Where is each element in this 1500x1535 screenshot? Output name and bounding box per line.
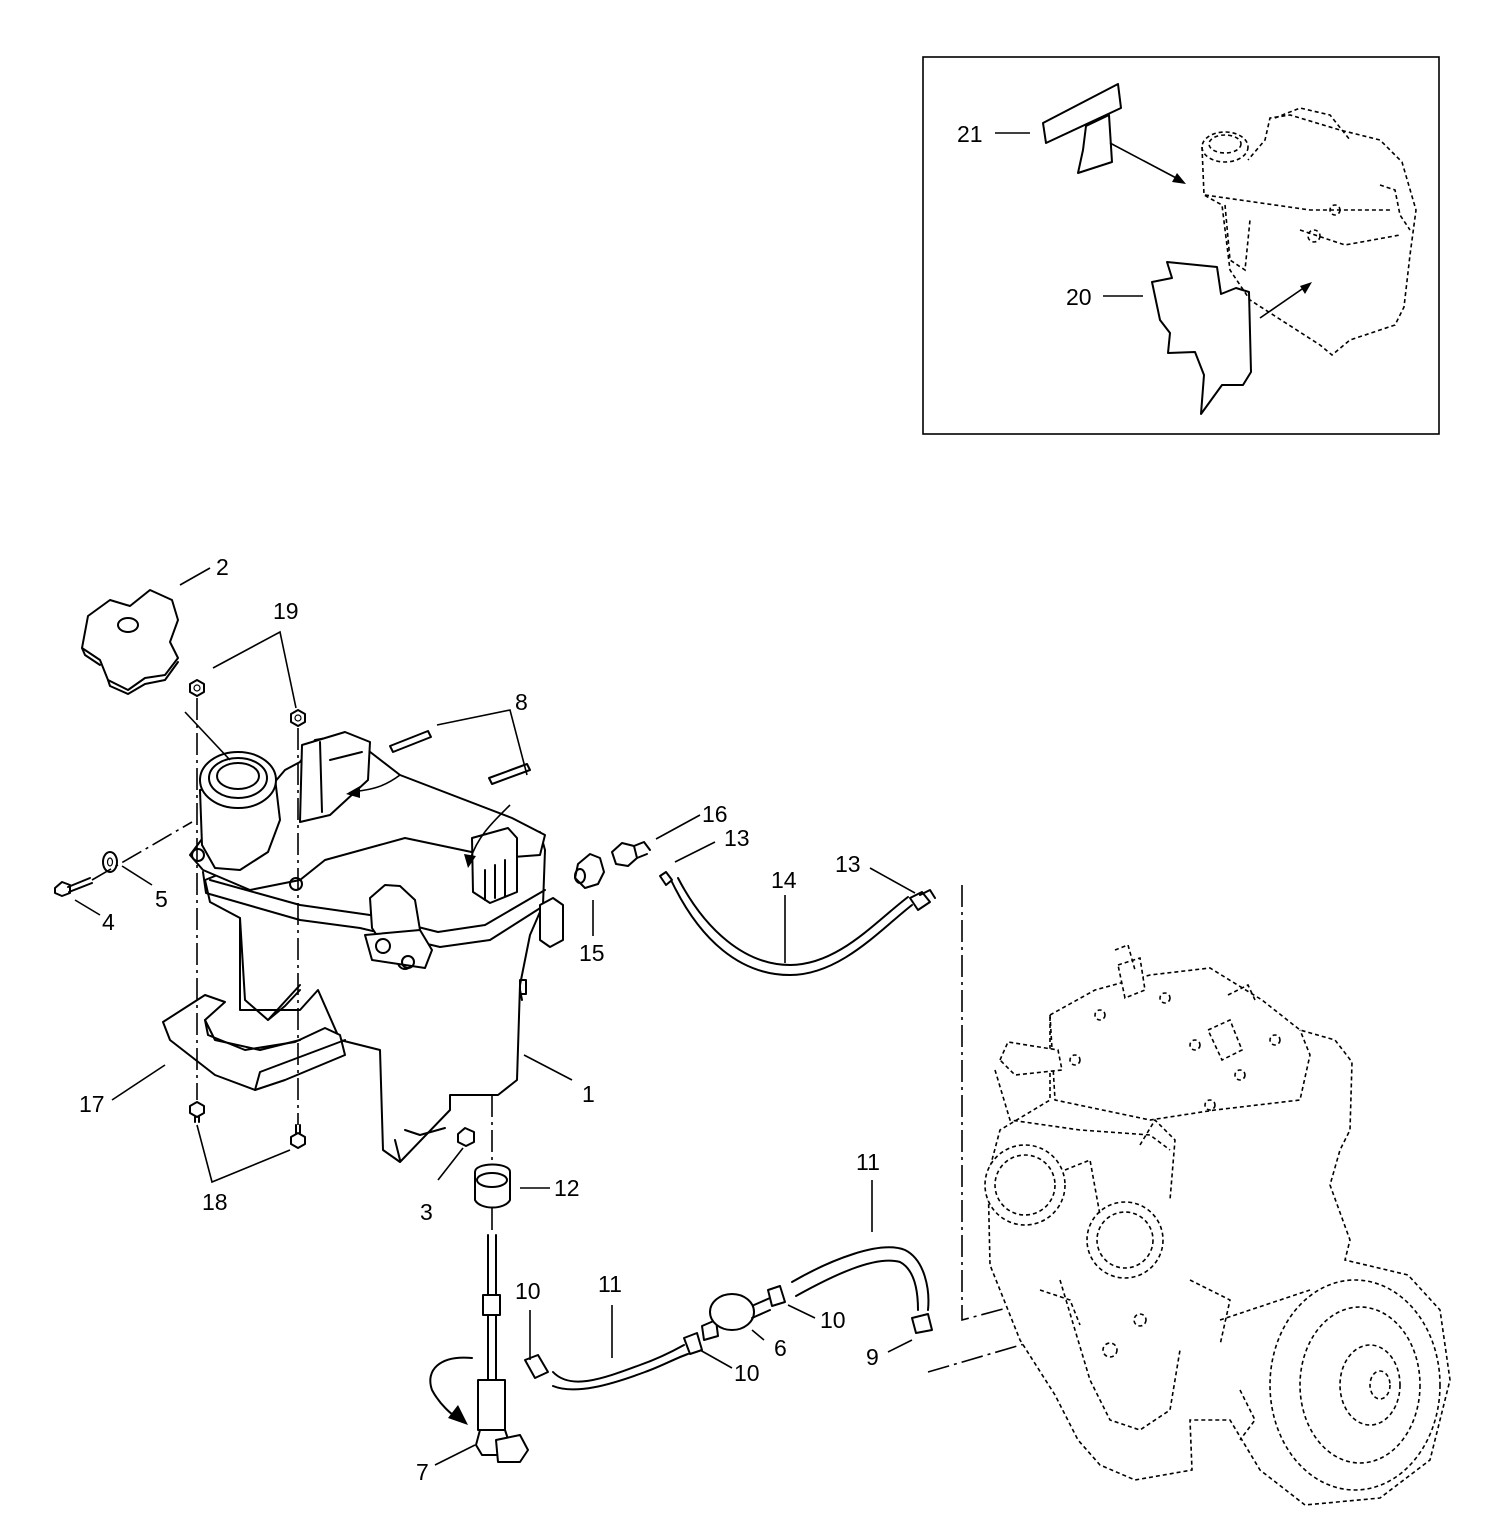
check-valve-6 xyxy=(701,1293,771,1341)
callout-5: 5 xyxy=(155,886,168,912)
callout-6: 6 xyxy=(774,1335,787,1361)
decal-20-shape xyxy=(1151,261,1252,415)
callout-14: 14 xyxy=(771,867,797,893)
decal-strips-8 xyxy=(346,730,531,868)
fasteners xyxy=(54,679,475,1149)
level-sensor-7 xyxy=(429,1234,529,1463)
decal-21-shape xyxy=(1042,83,1122,174)
hose-11-lower xyxy=(524,1332,703,1391)
callout-19: 19 xyxy=(273,598,299,624)
callout-21: 21 xyxy=(957,121,983,147)
callout-leaders xyxy=(74,132,1143,1466)
callout-2: 2 xyxy=(216,554,229,580)
elbow-fitting-16 xyxy=(611,841,651,867)
hose-11-upper xyxy=(767,1246,933,1334)
engine-outline xyxy=(984,943,1451,1506)
callout-17: 17 xyxy=(79,1091,105,1117)
callout-13a: 13 xyxy=(724,825,750,851)
callout-1: 1 xyxy=(582,1081,595,1107)
callout-11b: 11 xyxy=(598,1271,622,1297)
callout-13b: 13 xyxy=(835,851,861,877)
callout-18: 18 xyxy=(202,1189,228,1215)
callout-11a: 11 xyxy=(856,1149,880,1175)
reservoir-tank xyxy=(162,731,564,1163)
callout-9: 9 xyxy=(866,1344,879,1370)
callout-8: 8 xyxy=(515,689,528,715)
callout-7: 7 xyxy=(416,1459,429,1485)
callout-4: 4 xyxy=(102,909,115,935)
inset-detail-view xyxy=(922,56,1440,435)
callout-15: 15 xyxy=(579,940,605,966)
callout-16: 16 xyxy=(702,801,728,827)
callout-numbers: 1 2 3 4 5 6 7 8 9 10 10 10 11 11 12 13 1… xyxy=(79,121,1092,1485)
callout-20: 20 xyxy=(1066,284,1092,310)
heat-shield-17 xyxy=(162,994,346,1091)
callout-3: 3 xyxy=(420,1199,433,1225)
reservoir-cap-2 xyxy=(81,589,179,695)
grommet-15 xyxy=(574,853,605,889)
callout-10a: 10 xyxy=(515,1278,541,1304)
callout-10b: 10 xyxy=(820,1307,846,1333)
plug-12 xyxy=(474,1163,511,1209)
callout-12: 12 xyxy=(554,1175,580,1201)
hose-14 xyxy=(659,871,936,976)
callout-10c: 10 xyxy=(734,1360,760,1386)
inset-reservoir-outline xyxy=(1201,107,1417,357)
